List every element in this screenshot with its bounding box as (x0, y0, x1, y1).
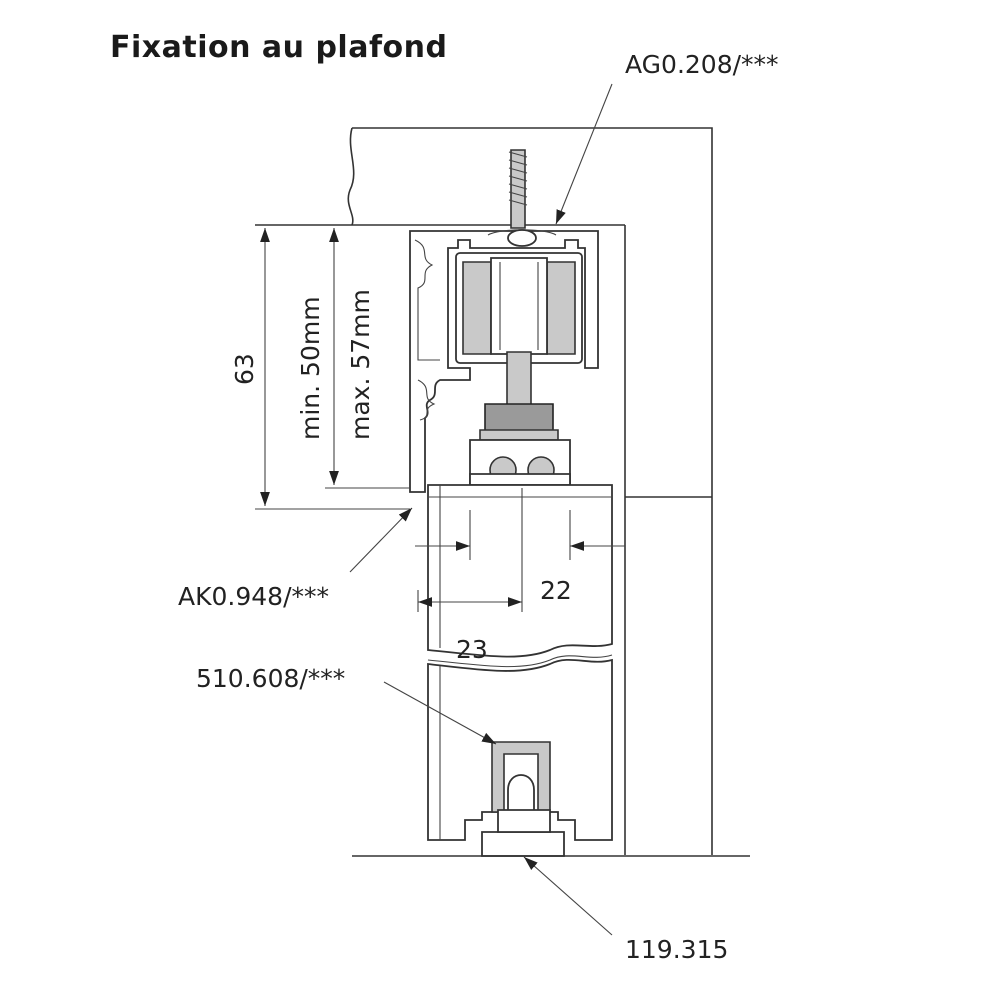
dimension-min-gap: min. 50mm (296, 296, 325, 440)
guide-channel (492, 742, 550, 812)
callout-track: AG0.208/*** (625, 50, 779, 79)
dimension-max-gap: max. 57mm (346, 289, 375, 440)
dimension-width-22: 22 (540, 576, 572, 605)
dimension-lines (255, 228, 625, 612)
fixing-screw (509, 150, 527, 228)
ceiling-track (410, 230, 598, 492)
leader-lines (350, 84, 612, 935)
ceiling-structure (255, 128, 712, 855)
callout-floor-guide: 119.315 (625, 935, 729, 964)
dimension-height: 63 (230, 353, 259, 385)
roller-carriage (456, 253, 582, 440)
page-title: Fixation au plafond (110, 30, 448, 65)
hanger-bracket (470, 440, 570, 485)
door-profile (428, 485, 612, 840)
callout-guide: 510.608/*** (196, 664, 346, 693)
floor-guide (352, 810, 750, 856)
dimension-width-23: 23 (456, 635, 488, 664)
callout-profile: AK0.948/*** (178, 582, 329, 611)
